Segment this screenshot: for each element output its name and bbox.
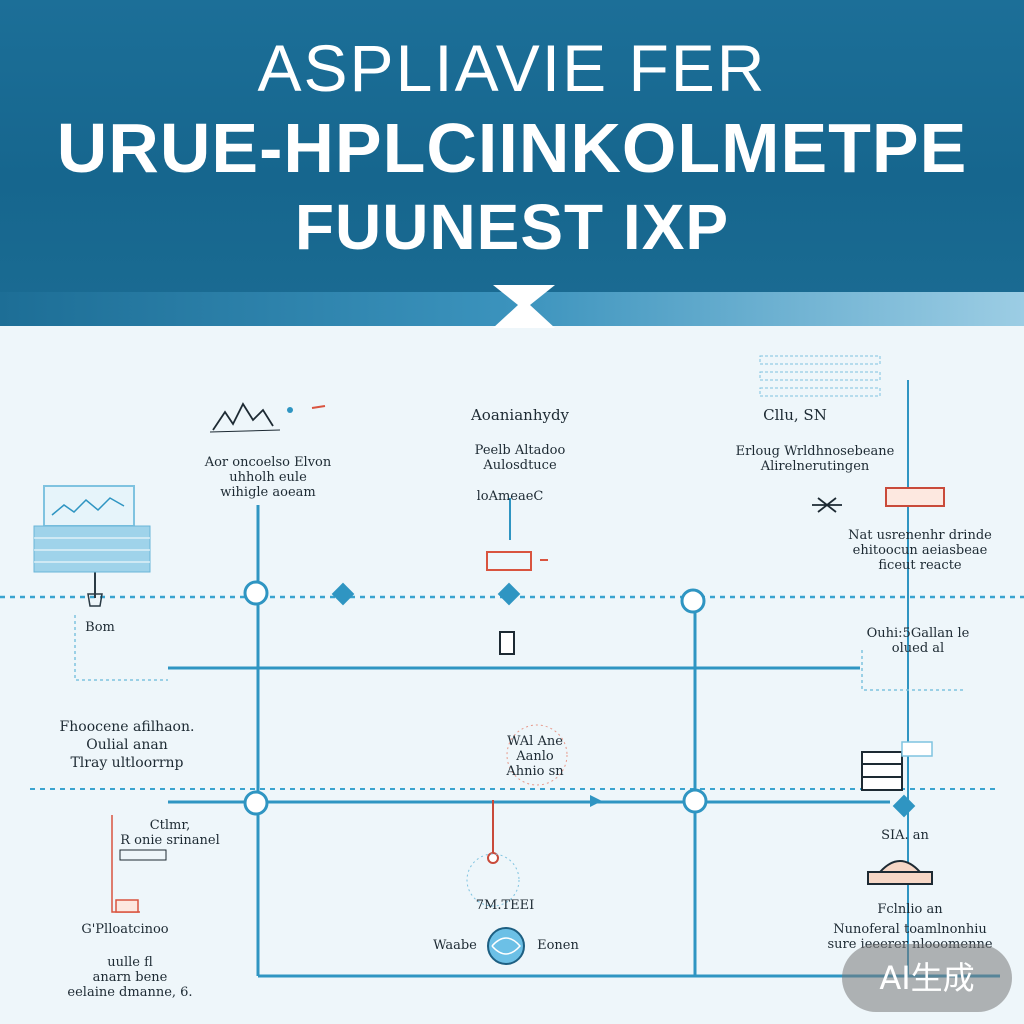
label-left-mid: Fhoocene afilhaon. Oulial anan Tlray ult…: [59, 719, 195, 771]
ai-generated-badge: AI生成: [842, 944, 1012, 1012]
label-left-lower: Ctlmr, R onie srinanel: [120, 818, 220, 848]
globe-icon: [487, 927, 525, 965]
dotted-ring: [466, 853, 520, 907]
label-top-right: Erloug Wrldhnosebeane Alirelnerutingen: [735, 444, 895, 474]
orange-panel-icon: [885, 487, 945, 507]
sketch-icon: [209, 402, 326, 433]
server-stack-icon: [759, 355, 881, 397]
title-line-2: URUE-HPLCIINKOLMETPE: [56, 109, 968, 187]
node-circle-2[interactable]: [243, 790, 269, 816]
label-top-center: Peelb Altadoo Aulosdtuce: [474, 443, 566, 473]
dome-icon: [867, 860, 933, 885]
label-top-left: Aor oncoelso Elvon uhholh eule wihigle a…: [204, 455, 332, 500]
label-left-bottom: uulle fl anarn bene eelaine dmanne, 6.: [67, 955, 193, 1000]
node-diamond-1[interactable]: [331, 582, 355, 606]
header-banner: ASPLIAVIE FER URUE-HPLCIINKOLMETPE FUUNE…: [0, 0, 1024, 300]
label-center-bottom-left: Waabe: [433, 938, 477, 953]
node-diamond-2[interactable]: [497, 582, 521, 606]
label-top-right-title: Cllu, SN: [763, 406, 827, 424]
flag-icon: [499, 631, 515, 655]
label-center-lower: 7M.TEEI: [475, 898, 535, 913]
bracket-right-mid: [861, 650, 965, 691]
bracket-left-top: [74, 615, 168, 681]
label-right-mid-sub: Ouhi:5Gallan le olued al: [866, 626, 970, 656]
label-right-mid: Nat usrenenhr drinde ehitoocun aeiasbeae…: [848, 528, 992, 573]
header-notch: [493, 285, 555, 328]
label-left-bottom-title: G'Plloatcinoo: [81, 922, 169, 937]
small-gray-box: [119, 849, 167, 861]
label-top-center-title: Aoanianhydy: [470, 406, 570, 424]
label-right-bottom-title: Fclnlio an: [877, 902, 943, 917]
label-center-bottom-right: Eonen: [537, 938, 579, 953]
node-circle-4[interactable]: [680, 588, 706, 614]
title-line-1: ASPLIAVIE FER: [257, 31, 767, 105]
node-red-dot[interactable]: [487, 852, 499, 864]
label-center-mid: WAl Ane Aanlo Ahnio sn: [506, 734, 564, 779]
label-left-small: Bom: [85, 620, 115, 635]
label-right-lower: SIA. an: [881, 828, 929, 843]
node-circle-1[interactable]: [243, 580, 269, 606]
node-diamond-3[interactable]: [892, 794, 916, 818]
node-circle-3[interactable]: [682, 788, 708, 814]
list-icon: [861, 741, 933, 791]
dotted-ring-2: [506, 724, 568, 786]
arrow-left-marker: [590, 795, 602, 807]
device-icon: [87, 593, 103, 607]
title-line-3: FUUNEST IXP: [294, 191, 730, 263]
label-top-center-sub: loAmeaeC: [476, 489, 544, 504]
small-red-box-1: [115, 899, 139, 913]
bug-icon: [812, 497, 842, 513]
red-box-icon: [486, 551, 532, 571]
dashboard-icon: [33, 485, 151, 573]
